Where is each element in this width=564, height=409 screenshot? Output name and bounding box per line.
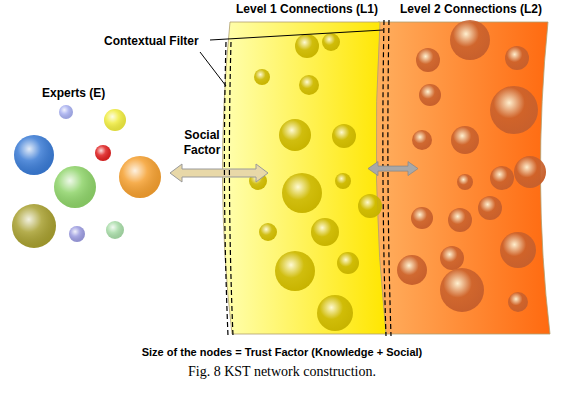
trust-node [440, 268, 484, 312]
trust-node [335, 173, 351, 189]
trust-node [337, 252, 359, 274]
band-heading: Level 2 Connections (L2) [400, 2, 542, 16]
legend-note: Size of the nodes = Trust Factor (Knowle… [142, 346, 423, 358]
connection-band: Level 1 Connections (L1) [220, 22, 386, 334]
trust-node [412, 130, 432, 150]
figure-caption: Fig. 8 KST network construction. [188, 364, 376, 380]
trust-node [440, 246, 464, 270]
band-outline [373, 22, 550, 334]
trust-node [358, 194, 382, 218]
factor-label: Social Factor [176, 128, 228, 158]
band-shape [372, 22, 550, 334]
trust-node [397, 255, 427, 285]
band-shape [220, 22, 386, 334]
trust-node [311, 218, 339, 246]
trust-node [317, 295, 353, 331]
trust-node [478, 196, 502, 220]
trust-node [450, 20, 490, 60]
band-heading: Level 1 Connections (L1) [236, 2, 378, 16]
trust-node [490, 86, 538, 134]
trust-node [279, 119, 311, 151]
trust-node [282, 173, 322, 213]
trust-node [514, 156, 546, 188]
trust-node [411, 207, 433, 229]
trust-node [299, 75, 319, 95]
trust-node [322, 33, 340, 51]
group-label: Experts (E) [42, 86, 105, 100]
filter-label: Contextual Filter [104, 34, 199, 48]
trust-node [259, 223, 277, 241]
connection-band: Level 2 Connections (L2) [372, 22, 550, 334]
trust-node [254, 69, 270, 85]
trust-node [457, 174, 473, 190]
trust-node [419, 84, 441, 106]
trust-node [448, 208, 472, 232]
trust-node [332, 124, 356, 148]
trust-node [451, 126, 479, 154]
band-outline [222, 22, 386, 334]
trust-node [295, 34, 319, 58]
trust-node [508, 292, 528, 312]
trust-node [416, 48, 440, 72]
trust-node [249, 172, 267, 190]
expert-circles [12, 105, 161, 248]
trust-node [500, 232, 536, 268]
trust-node [275, 251, 315, 291]
trust-node [490, 166, 514, 190]
trust-node [505, 46, 529, 70]
